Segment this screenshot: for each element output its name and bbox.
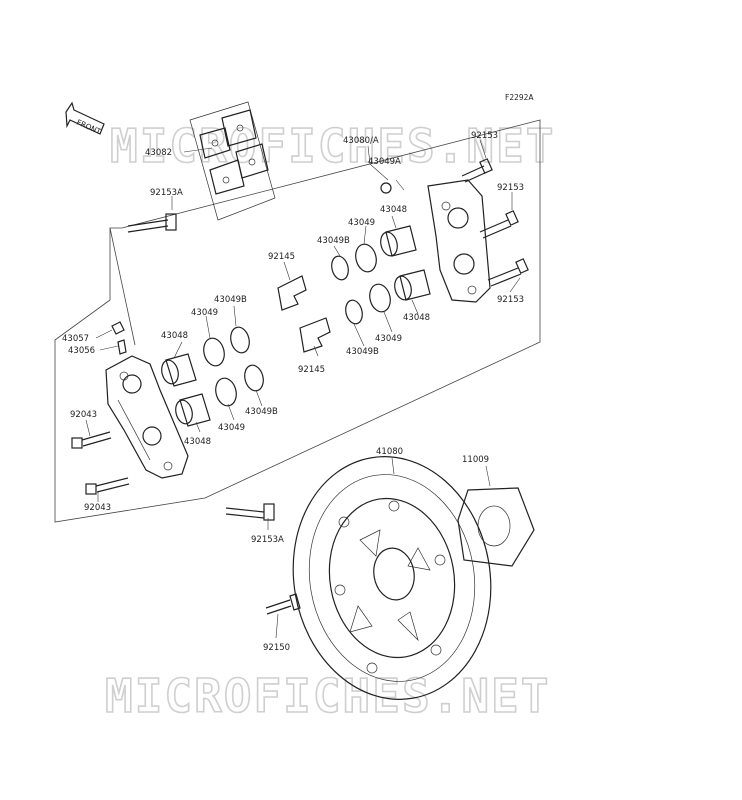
label-43080A: 43080/A (343, 136, 379, 146)
label-92153A-upper: 92153A (150, 188, 183, 198)
label-41080: 41080 (376, 447, 403, 457)
bolt-92043-lower (85, 477, 130, 495)
label-92043-lower: 92043 (84, 503, 111, 513)
label-92145-lower: 92145 (298, 365, 325, 375)
bolt-92043-upper (71, 431, 112, 449)
label-43048-right-lower: 43048 (403, 313, 430, 323)
label-92153-top: 92153 (471, 131, 498, 141)
bleeder-valve-43056 (117, 339, 127, 355)
label-43056: 43056 (68, 346, 95, 356)
pistons-left (161, 326, 264, 427)
caliper-right (427, 179, 491, 303)
label-92150: 92150 (263, 643, 290, 653)
caliper-assembly-frame (54, 119, 541, 523)
bolt-92153-top (461, 158, 493, 183)
label-43048-right-upper: 43048 (380, 205, 407, 215)
bolt-92153-low (487, 258, 529, 287)
bolt-92153A-lower (225, 503, 275, 521)
front-arrow-label: FRONT (75, 118, 102, 137)
label-43049B-right-upper: 43049B (317, 236, 350, 246)
brake-disc (292, 456, 492, 700)
bolt-92153-mid (479, 210, 519, 239)
watermark-top: MICROFICHES.NET (110, 119, 555, 173)
spring-92145-lower (299, 317, 331, 353)
label-92153A-lower: 92153A (251, 535, 284, 545)
label-43049-right-lower: 43049 (375, 334, 402, 344)
label-43057: 43057 (62, 334, 89, 344)
bolt-92153A-upper (127, 213, 177, 233)
pistons-right (331, 225, 431, 325)
label-43049-right-upper: 43049 (348, 218, 375, 228)
figure-code: F2292A (505, 93, 534, 102)
label-43049-left-lower: 43049 (218, 423, 245, 433)
label-43049-left-upper: 43049 (191, 308, 218, 318)
spring-92145-upper (277, 275, 307, 311)
disc-screw-92150 (265, 593, 301, 615)
disc-shim (457, 487, 535, 567)
bleeder-cap-43057 (111, 321, 125, 335)
label-43048-left-upper: 43048 (161, 331, 188, 341)
label-92153-mid: 92153 (497, 183, 524, 193)
label-92043-upper: 92043 (70, 410, 97, 420)
watermark-bottom: MICROFICHES.NET (105, 669, 550, 723)
label-43049B-right-lower: 43049B (346, 347, 379, 357)
caliper-left (105, 355, 189, 479)
nut-43049A (380, 182, 392, 194)
label-43048-left-lower: 43048 (184, 437, 211, 447)
label-43049A: 43049A (368, 157, 401, 167)
front-arrow-icon: FRONT (65, 101, 105, 137)
frame-edge (109, 227, 136, 346)
label-43049B-left-lower: 43049B (245, 407, 278, 417)
label-92153-low: 92153 (497, 295, 524, 305)
label-43049B-left-upper: 43049B (214, 295, 247, 305)
label-11009: 11009 (462, 455, 489, 465)
brake-pads (189, 101, 276, 221)
label-92145-upper: 92145 (268, 252, 295, 262)
label-43082: 43082 (145, 148, 172, 158)
